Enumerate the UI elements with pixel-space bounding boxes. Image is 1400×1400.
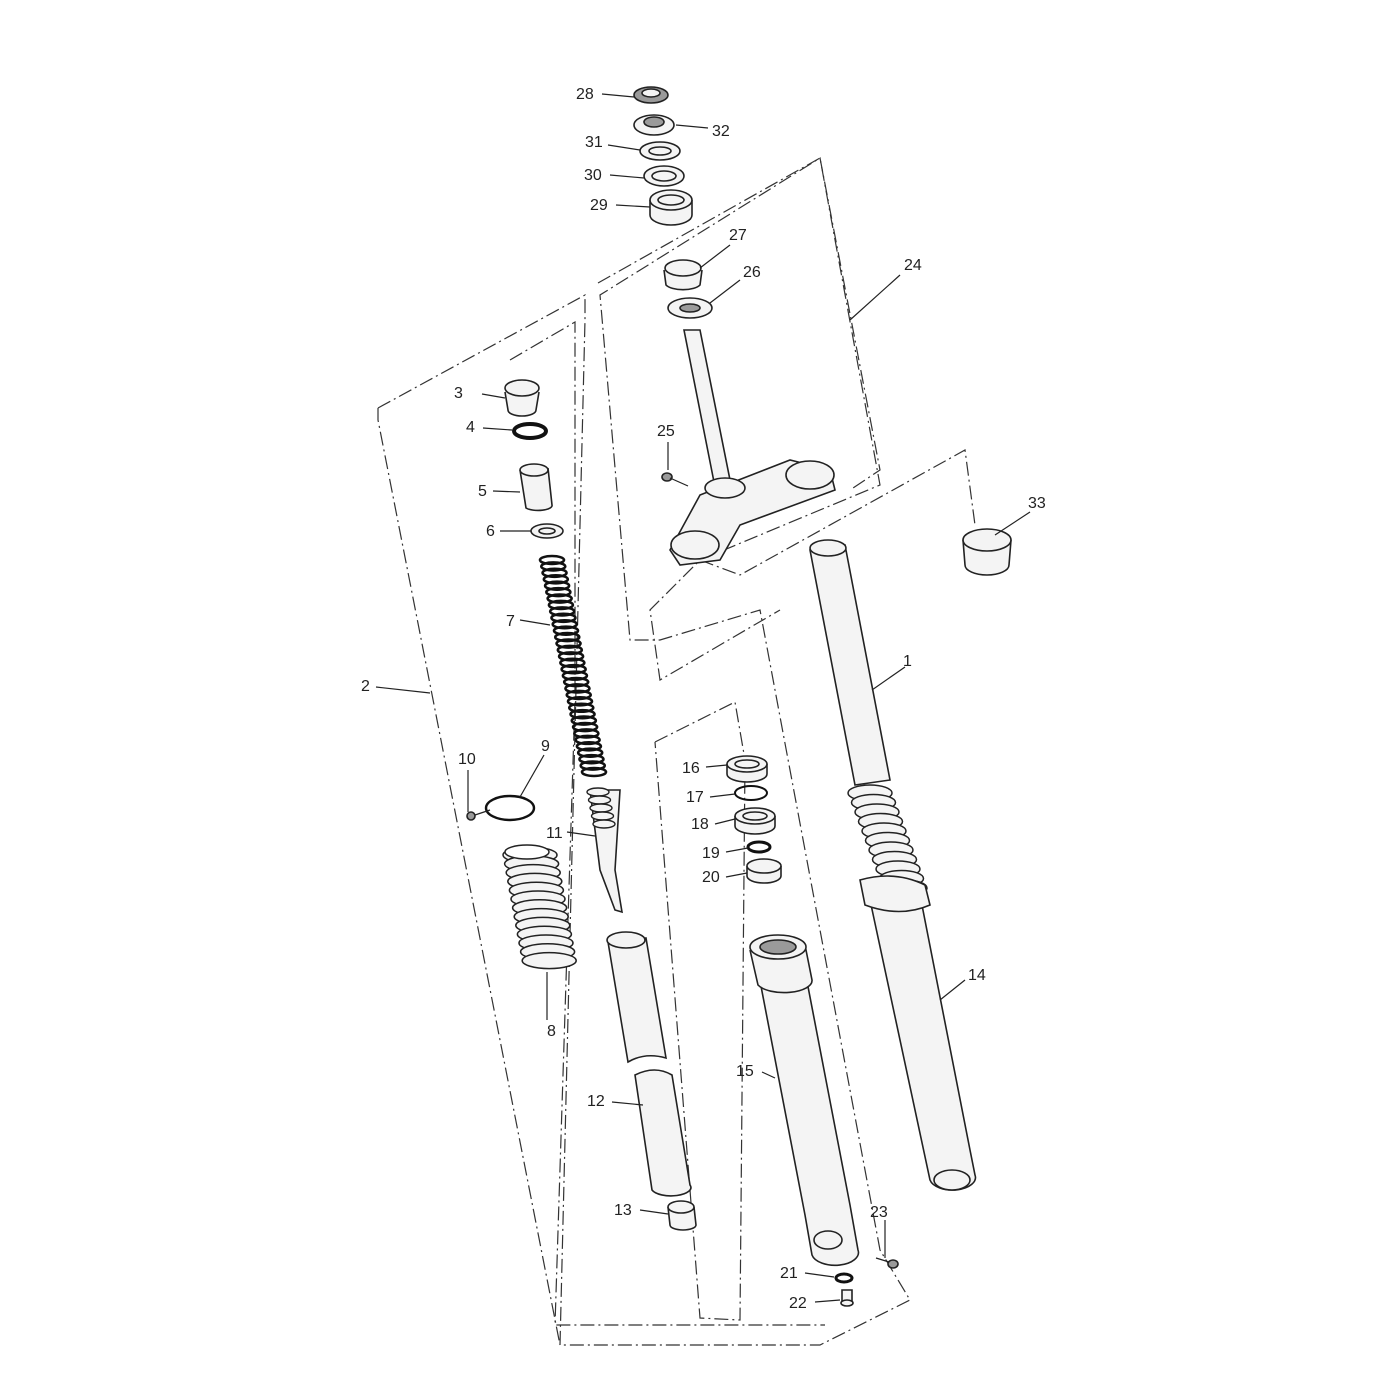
bush-20: [746, 858, 782, 884]
bearing-cup-29: [649, 189, 693, 226]
cap-33: [962, 528, 1012, 576]
fork-assembly-1-14: [809, 539, 977, 1191]
callout-10: 10: [458, 751, 476, 768]
callout-33: 33: [1028, 495, 1046, 512]
callout-14: 14: [968, 967, 986, 984]
washer-21: [834, 1272, 854, 1284]
screw-23: [875, 1257, 899, 1269]
bush-13: [667, 1200, 697, 1231]
callout-4: 4: [466, 419, 475, 436]
spacer-5: [519, 463, 553, 512]
callout-2: 2: [361, 678, 370, 695]
callout-12: 12: [587, 1093, 605, 1110]
callout-24: 24: [904, 257, 922, 274]
washer-6: [530, 523, 564, 539]
locknut-28: [633, 86, 669, 104]
clip-17: [734, 785, 768, 801]
seal-26: [667, 297, 713, 319]
seal-kit: [726, 755, 782, 884]
callout-29: 29: [590, 197, 608, 214]
fork-tube-12: [606, 931, 692, 1197]
callout-32: 32: [712, 123, 730, 140]
callout-11: 11: [546, 825, 563, 842]
steering-stack: [633, 86, 1012, 576]
damper-rod-11: [586, 787, 623, 914]
callout-30: 30: [584, 167, 602, 184]
seal-18: [734, 807, 776, 835]
callout-31: 31: [585, 134, 603, 151]
bolt-22: [840, 1289, 854, 1307]
callout-19: 19: [702, 845, 720, 862]
callout-25: 25: [657, 423, 675, 440]
callout-5: 5: [478, 483, 487, 500]
callout-20: 20: [702, 869, 720, 886]
callout-18: 18: [691, 816, 709, 833]
bearing-27: [663, 259, 703, 291]
callout-6: 6: [486, 523, 495, 540]
washer-19: [746, 840, 772, 854]
callout-17: 17: [686, 789, 704, 806]
callout-labels: 28 32 31 30 29 27 26 24 25 33 3 4 5 6 7 …: [361, 86, 1046, 1312]
fork-internals: [466, 379, 697, 1231]
nut-32: [633, 114, 675, 136]
callout-9: 9: [541, 738, 550, 755]
washer-31: [639, 141, 681, 161]
callout-28: 28: [576, 86, 594, 103]
leader-lines: [375, 93, 1031, 1303]
fork-legs: [749, 539, 977, 1307]
bearing-30: [643, 165, 685, 187]
callout-7: 7: [506, 613, 515, 630]
lower-leg-15: [749, 934, 860, 1267]
callout-8: 8: [547, 1023, 556, 1040]
callout-21: 21: [780, 1265, 798, 1282]
callout-16: 16: [682, 760, 700, 777]
screw-10: [466, 809, 491, 821]
bolt-25: [661, 472, 689, 487]
oring-4: [512, 422, 548, 440]
stem-yoke-24: [669, 329, 836, 566]
callout-15: 15: [736, 1063, 754, 1080]
callout-1: 1: [903, 653, 912, 670]
dust-boot-8: [502, 844, 577, 970]
top-plug-3: [504, 379, 540, 417]
callout-22: 22: [789, 1295, 807, 1312]
callout-13: 13: [614, 1202, 632, 1219]
spring-7: [538, 554, 608, 778]
callout-23: 23: [870, 1204, 888, 1221]
callout-26: 26: [743, 264, 761, 281]
seal-16: [726, 755, 768, 783]
callout-3: 3: [454, 385, 463, 402]
clamp-9: [484, 794, 536, 822]
callout-27: 27: [729, 227, 747, 244]
